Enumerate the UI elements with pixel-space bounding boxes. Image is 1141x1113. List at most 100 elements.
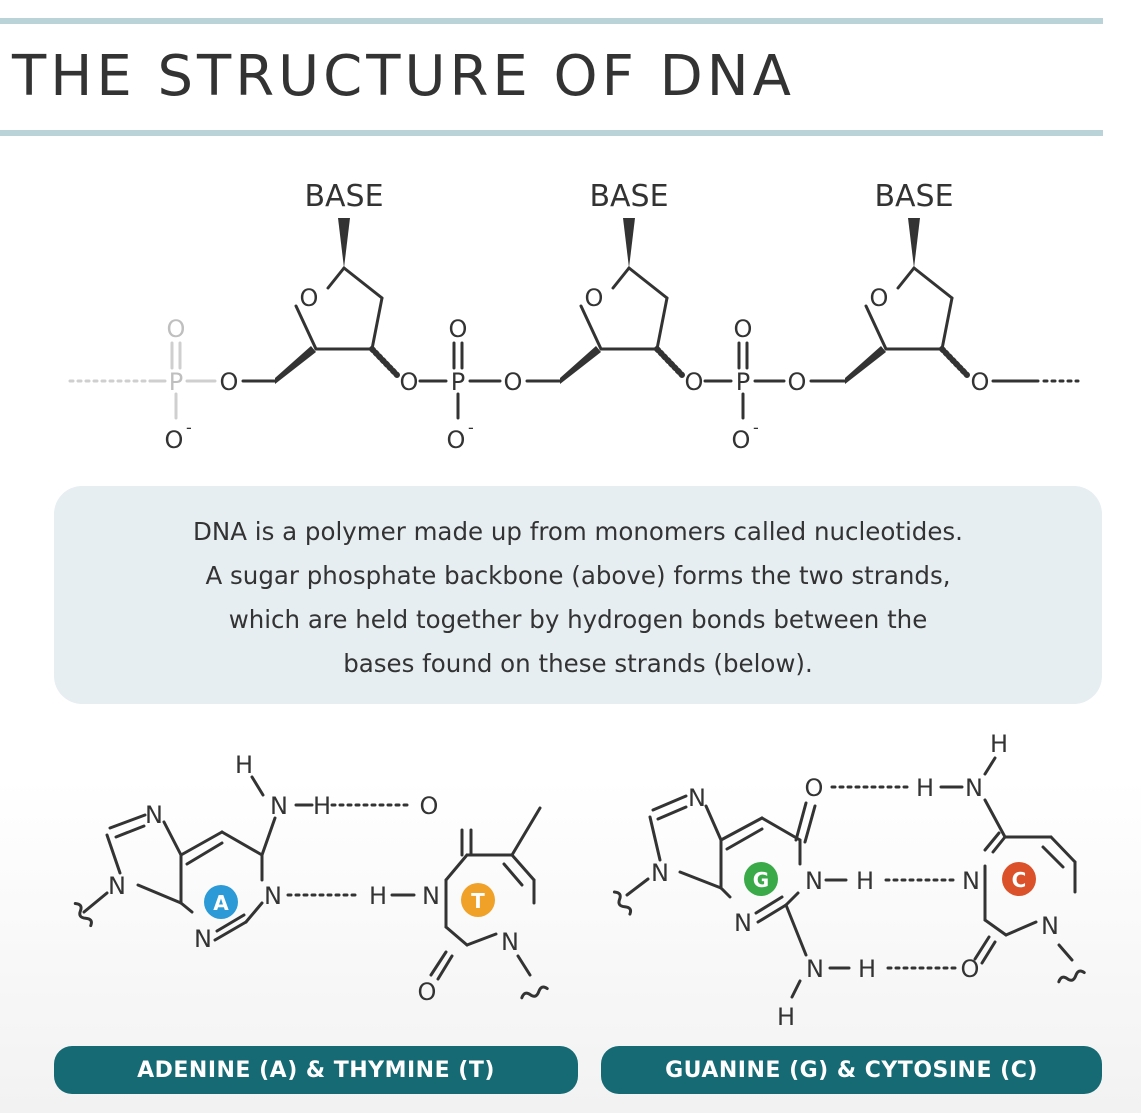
p2-bottom-o: O [447,426,466,454]
backbone-labels: BASE BASE BASE O P O O - O O O P O O - O… [165,179,990,454]
p2-top-o: O [449,315,468,343]
c-bond-4b [1041,845,1065,869]
c-carbonyl [973,935,991,961]
g-bond-2 [651,794,688,812]
badge-adenine-letter: A [213,891,229,915]
page-title: THE STRUCTURE OF DNA [12,44,795,109]
description-box: DNA is a polymer made up from monomers c… [54,486,1102,704]
g-nh2-h: H [858,955,876,983]
a-n1: N [264,882,282,910]
p1-bottom-o: O [165,426,184,454]
a-bond-10b [215,913,246,933]
c-bond-2b [983,831,1001,852]
s3-ring-c [912,266,954,300]
a-wiggle [73,901,93,928]
g-bond-10b [754,895,784,915]
gc-atoms: N N N N H O N H H H N H N N O [651,730,1059,1031]
p1-top-o: O [167,315,186,343]
s1-hash [369,346,400,378]
t-bond-2 [444,853,469,882]
bottom-rule [0,130,1103,136]
p2-p: P [451,368,465,396]
a-bond-9 [179,901,194,914]
s3-wedge [845,346,886,384]
description-line-4: bases found on these strands (below). [343,649,813,678]
s2-ring-c [627,266,669,300]
s1-ring-a [294,304,318,351]
g-bond-9 [719,886,732,899]
g-n3: N [734,909,752,937]
gc-hydrogen-bonds [830,785,962,970]
t-methyl [510,806,542,857]
g-nh2-n: N [806,955,824,983]
a-bond-6b [185,841,224,866]
c-bond-6 [983,918,1008,937]
s3-ring-b [896,266,916,290]
g-nh2-h-bottom: H [777,1003,795,1031]
badge-thymine: T [461,883,495,917]
a-n7: N [145,801,163,829]
badge-adenine-circle [204,885,238,919]
t-bond-6 [444,925,469,947]
s3-ring-d [940,296,954,351]
s2-ring-o: O [585,284,604,312]
description-line-3: which are held together by hydrogen bond… [228,605,928,634]
t-bond-4 [510,853,536,882]
g-bond-7 [760,816,802,842]
g-bond-3 [704,804,723,842]
s2-ring-b [611,266,631,290]
s3-hash [939,346,970,378]
t-n1: N [501,928,519,956]
badge-cytosine: C [1002,862,1036,896]
c-amine-h-bond [983,756,997,776]
a-bond-7 [220,830,264,857]
g-bond-10 [756,903,788,924]
g-wiggle [612,890,633,916]
at-atoms: N N N N N H H O H N N O [108,751,519,1006]
t-wiggle [520,985,549,1000]
s2-3prime-o: O [685,368,704,396]
c-carbonyl-b [980,940,997,965]
g-bond-11 [784,891,800,907]
p1-p: P [169,368,183,396]
badge-thymine-letter: T [471,889,485,913]
a-sugar-bond [82,891,109,914]
s3-ring-o: O [870,284,889,312]
p3-top-o: O [734,315,753,343]
g-bond-6 [719,816,764,842]
a-bond-10 [213,920,248,942]
a-nh-n: N [270,792,288,820]
g-bond-6b [725,827,764,851]
a-nh-h: H [313,792,331,820]
badge-cytosine-letter: C [1012,868,1027,892]
a-bond-4 [136,883,183,905]
p2-charge: - [468,418,474,437]
t-h: H [369,882,387,910]
badge-adenine: A [204,885,238,919]
badge-guanine-letter: G [753,868,769,892]
g-nh2-bond [784,903,808,957]
g-nh2-h-bond [790,979,802,999]
c-wiggle [1057,969,1086,984]
a-bond-6 [179,830,224,857]
s2-hash [654,346,685,378]
t-n3: N [422,882,440,910]
s1-3prime-o: O [400,368,419,396]
c-o: O [961,955,980,983]
g-bond-2b [656,805,688,821]
t-o-top: O [420,792,439,820]
a-n3: N [194,925,212,953]
s1-base-wedge [338,218,350,268]
badge-guanine: G [744,862,778,896]
s2-ring-d [655,296,669,351]
g-sugar-bond [625,877,650,897]
s1-ring-o: O [300,284,319,312]
p1-right-o: O [220,368,239,396]
c-sugar-bond [1057,943,1074,962]
s3-3prime-o: O [971,368,990,396]
p2-right-o: O [504,368,523,396]
c-h-amine: H [916,774,934,802]
t-carbonyl-bot [429,950,448,977]
g-n7: N [688,784,706,812]
